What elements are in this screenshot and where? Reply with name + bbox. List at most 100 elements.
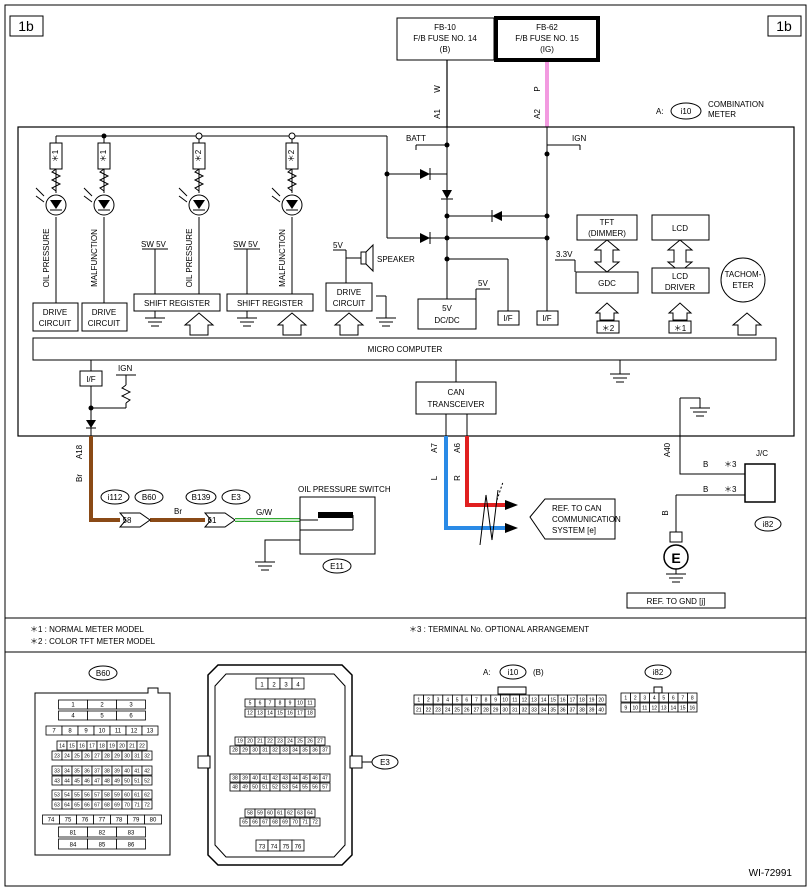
pin-number: 72: [312, 820, 318, 826]
pin-number: 26: [307, 739, 313, 745]
pin-number: 3: [643, 696, 646, 702]
pin-number: 8: [68, 729, 72, 735]
pin-number: 31: [262, 748, 268, 754]
sw5v-label-2: SW 5V: [233, 240, 259, 249]
pin-number: 17: [570, 698, 576, 704]
pin-label-a40: A40: [663, 442, 672, 457]
wire-label-b-2: B: [703, 485, 708, 494]
pin-61-label: 61: [208, 516, 217, 525]
pin-number: 29: [114, 754, 120, 760]
wire-label-b-3: B: [661, 510, 670, 515]
drive-circuit-1-line1: DRIVE: [43, 308, 67, 317]
pin-number: 85: [99, 843, 106, 849]
page-frame: [4, 4, 807, 887]
pin-number: 12: [651, 706, 657, 712]
pin-number: 62: [287, 811, 293, 817]
led-column-oil-pressure-tft: ＊2: [188, 142, 210, 216]
pin-number: 44: [292, 776, 298, 782]
diode-batt-lower: [420, 233, 430, 243]
i82-key: [653, 686, 663, 694]
pin-number: 31: [134, 754, 140, 760]
pin-number: 27: [94, 754, 100, 760]
pin-number: 43: [282, 776, 288, 782]
ops-label: OIL PRESSURE SWITCH: [298, 485, 391, 494]
pin-number: 13: [257, 711, 263, 717]
pin-number: 51: [262, 785, 268, 791]
pin-number: 74: [48, 818, 55, 824]
pin-number: 80: [150, 818, 157, 824]
page-tag-left-box: [9, 15, 44, 37]
pin-cell: [141, 799, 153, 810]
pin-number: 25: [297, 739, 303, 745]
pin-number: 58: [247, 811, 253, 817]
pin-number: 48: [104, 779, 110, 785]
pin-number: 23: [435, 708, 441, 714]
star3-2: ＊3: [724, 485, 737, 494]
ign-label: IGN: [572, 134, 586, 143]
pin-number: 52: [272, 785, 278, 791]
pin-58-label: 58: [123, 516, 132, 525]
conn-e3-oval: [221, 489, 251, 505]
fuse-box-15: [494, 16, 600, 62]
label-malfunction-1: MALFUNCTION: [90, 229, 99, 287]
led-column-malfunction-tft: ＊2: [281, 142, 303, 216]
pin-number: 3: [437, 698, 440, 704]
pin-number: 76: [295, 845, 302, 851]
can-h-arrow: [505, 500, 518, 510]
pin-label-a1: A1: [433, 109, 442, 119]
fuse14-line1: FB-10: [434, 23, 456, 32]
pin-number: 5: [249, 701, 252, 707]
shift-register-1-label: SHIFT REGISTER: [144, 299, 210, 308]
conn-e11-oval: [322, 558, 352, 574]
can-ref-line3: SYSTEM [e]: [552, 526, 596, 535]
pin-number: 73: [259, 845, 266, 851]
pin-number: 37: [94, 769, 100, 775]
conn-i82-label: i82: [763, 520, 774, 529]
pin-number: 66: [252, 820, 258, 826]
oil-pressure-switch: [299, 496, 376, 555]
e3-latch-left: [197, 755, 211, 769]
pin-number: 28: [104, 754, 110, 760]
pin-number: 33: [282, 748, 288, 754]
tacho-line1: TACHOM-: [725, 270, 762, 279]
pin-number: 32: [144, 754, 150, 760]
pin-number: 72: [144, 803, 150, 809]
speaker-label: SPEAKER: [377, 255, 415, 264]
label-oil-pressure-1: OIL PRESSURE: [42, 229, 51, 288]
pin-number: 46: [312, 776, 318, 782]
meter-name-line1: COMBINATION: [708, 100, 764, 109]
pin-number: 34: [64, 769, 70, 775]
pin-number: 60: [124, 793, 130, 799]
pin-number: 30: [252, 748, 258, 754]
note-star2: ＊2 : COLOR TFT METER MODEL: [30, 637, 156, 646]
conn-b139-oval: [185, 489, 217, 505]
pin-number: 33: [54, 769, 60, 775]
pin-number: 2: [272, 683, 276, 689]
drive-circuit-3-line2: CIRCUIT: [333, 299, 366, 308]
pin-number: 46: [84, 779, 90, 785]
meter-prefix: A:: [656, 107, 664, 116]
wire-label-gw: G/W: [256, 508, 272, 517]
pin-cell: [319, 745, 331, 755]
pin-number: 86: [128, 843, 135, 849]
pin-number: 3: [284, 683, 288, 689]
can-line2: TRANSCEIVER: [428, 400, 485, 409]
pin-cell: [596, 704, 607, 715]
pin-cell: [141, 775, 153, 786]
pin-number: 39: [589, 708, 595, 714]
wire-label-br-1: Br: [75, 474, 84, 482]
pin-number: 1: [624, 696, 627, 702]
fuse14-line3: (B): [440, 45, 451, 54]
sw5v-label-1: SW 5V: [141, 240, 167, 249]
pin-number: 70: [124, 803, 130, 809]
pin-number: 71: [134, 803, 140, 809]
pin-number: 57: [322, 785, 328, 791]
pin-number: 32: [272, 748, 278, 754]
up-arrows: [183, 302, 763, 336]
pin-number: 24: [445, 708, 451, 714]
drive-circuit-2: [81, 302, 128, 332]
pin-number: 44: [64, 779, 70, 785]
lcd-label: LCD: [672, 224, 688, 233]
meter-connector-oval: [670, 102, 702, 120]
